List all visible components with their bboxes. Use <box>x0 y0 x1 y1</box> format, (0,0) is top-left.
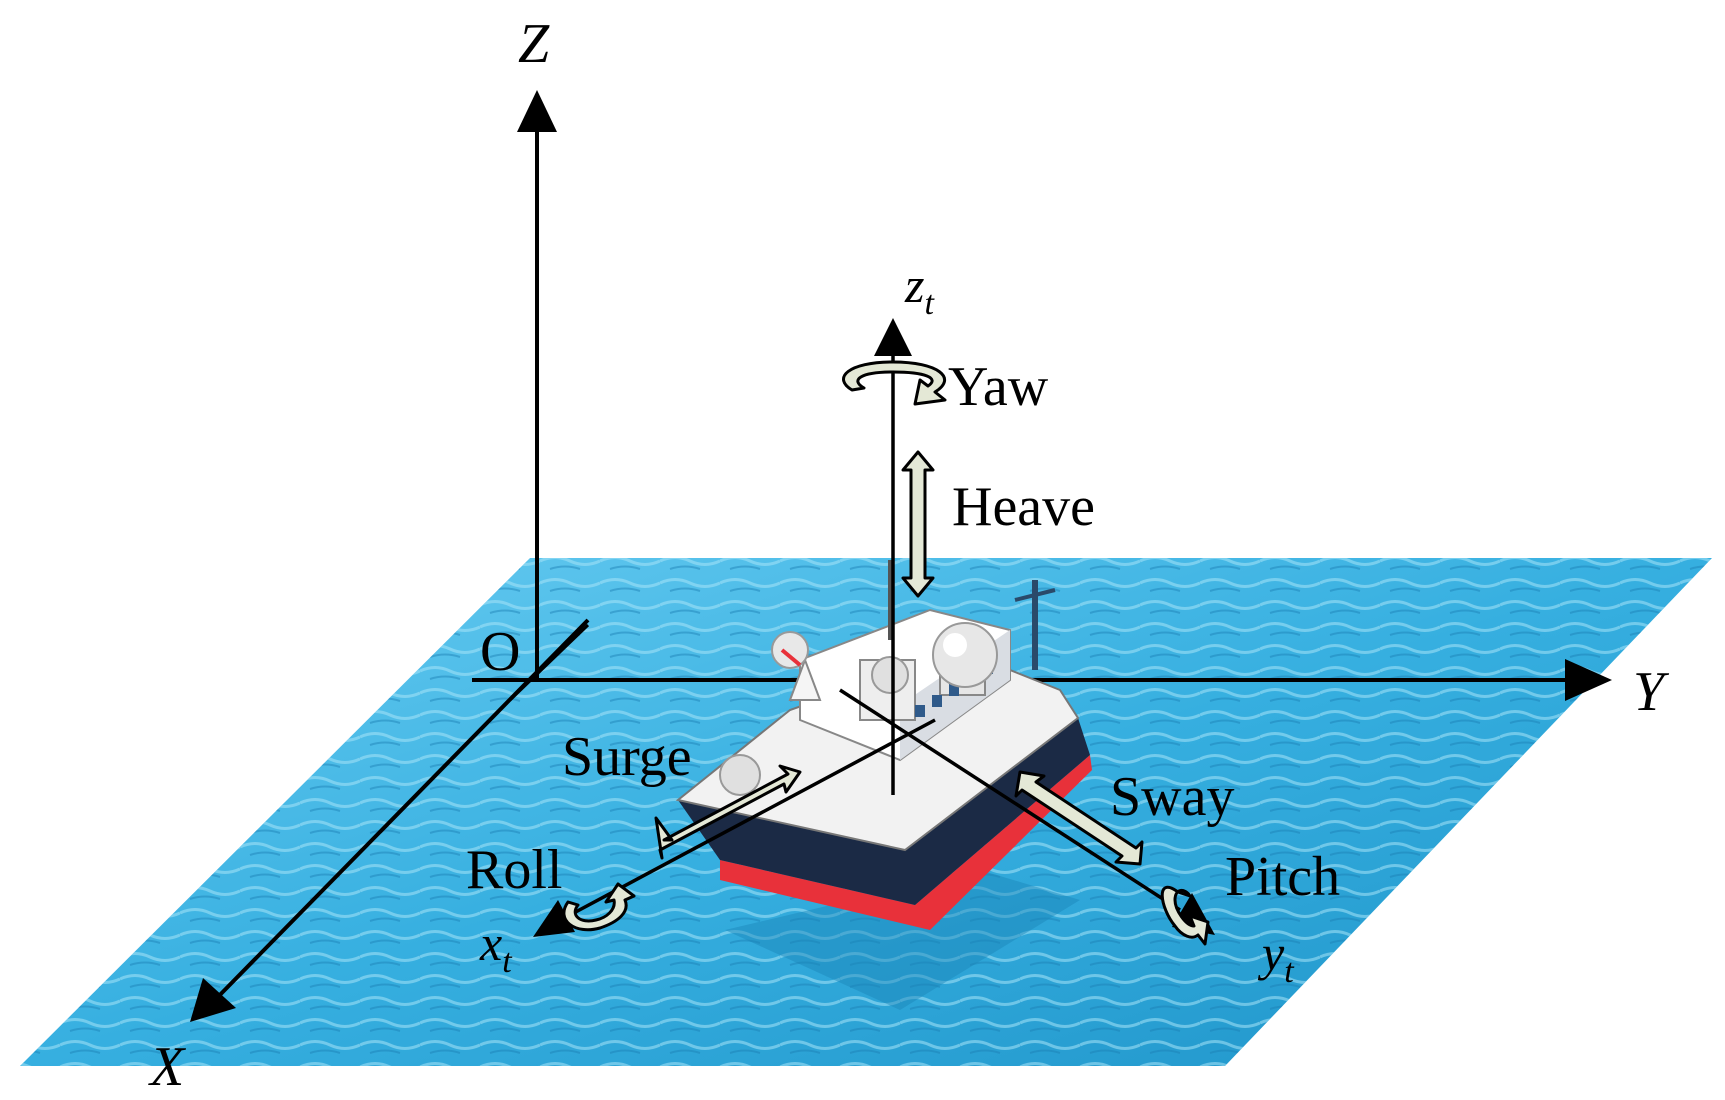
ship-y-axis <box>839 688 1181 912</box>
surge-label: Surge <box>562 726 692 788</box>
origin-cross <box>508 623 590 702</box>
ship-x-arrowhead <box>533 900 575 937</box>
yaw-rotation-icon <box>842 360 947 406</box>
roll-label: Roll <box>466 839 562 901</box>
sway-label: Sway <box>1110 766 1234 828</box>
ship-axes <box>569 350 1181 917</box>
world-y-label: Y <box>1633 661 1670 723</box>
heave-arrow <box>901 450 935 598</box>
world-axis-arrowheads <box>190 90 1612 1022</box>
ship-x-label-sub: t <box>502 943 513 980</box>
ship-z-arrowhead <box>874 318 912 356</box>
world-z-label: Z <box>518 13 550 75</box>
ship-y-label: yt <box>1257 925 1295 990</box>
pitch-label: Pitch <box>1225 846 1340 908</box>
world-x-arrowhead <box>190 978 236 1022</box>
ship-z-label-main: z <box>904 257 924 313</box>
world-z-arrowhead <box>517 90 557 132</box>
sway-arrow <box>1014 770 1144 866</box>
heave-label: Heave <box>952 476 1095 538</box>
pitch-rotation-icon <box>1160 885 1210 946</box>
ship-z-label-sub: t <box>924 285 935 322</box>
yaw-label: Yaw <box>948 356 1049 418</box>
ship-y-label-sub: t <box>1284 953 1295 990</box>
roll-rotation-icon <box>562 882 636 932</box>
ship-x-label-main: x <box>479 915 502 971</box>
ship-y-label-main: y <box>1257 925 1285 981</box>
ship-x-axis <box>569 718 936 917</box>
ship-z-label: zt <box>904 257 935 322</box>
surge-arrow <box>654 764 802 860</box>
origin-label: O <box>480 621 520 683</box>
world-x-label: X <box>148 1036 187 1098</box>
world-y-arrowhead <box>1565 659 1612 701</box>
ship-x-label: xt <box>479 915 513 980</box>
